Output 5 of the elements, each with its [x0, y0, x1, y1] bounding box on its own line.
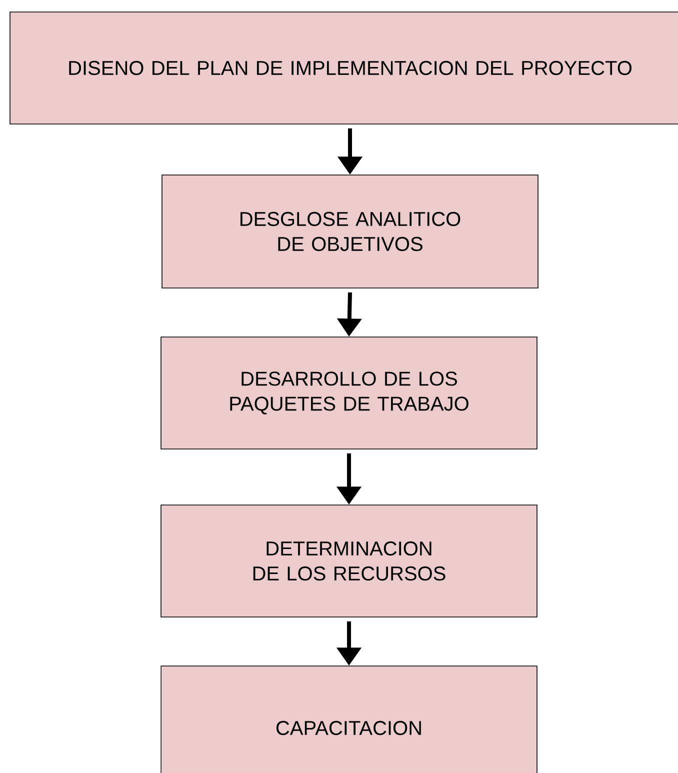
process-box: DISENO DEL PLAN DE IMPLEMENTACION DEL PROYECTO: [10, 12, 678, 124]
process-box: DETERMINACION DE LOS RECURSOS: [160, 504, 538, 618]
process-box: DESGLOSE ANALITICO DE OBJETIVOS: [162, 174, 538, 288]
process-box: CAPACITACION: [160, 666, 538, 773]
process-box: DESARROLLO DE LOS PAQUETES DE TRABAJO: [160, 336, 538, 450]
